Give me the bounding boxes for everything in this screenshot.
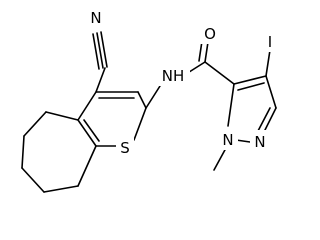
pyrazole-ring — [227, 75, 277, 143]
carbonyl-double-bond-b — [198, 40, 203, 62]
iodine-label: I — [268, 33, 272, 51]
amide-group — [145, 40, 235, 109]
n2-n1-bond — [235, 139, 251, 143]
nitrile-to-ring-bond — [95, 67, 106, 93]
nitrile-triple-bond-2 — [100, 31, 108, 68]
c4-c5-bond — [23, 111, 47, 137]
c3a-c8a-double-bond-a — [77, 119, 97, 147]
pyrazole-n1-label-bg — [218, 128, 238, 150]
n1-c5-bond — [227, 83, 235, 127]
c5-c4-double-bond-a — [233, 75, 267, 85]
nitrile-n-label-bg — [86, 6, 106, 28]
c2-nh-bond — [145, 85, 161, 109]
c6-c7-bond — [21, 167, 45, 193]
pyrazole-n1-label: N — [222, 131, 233, 149]
cycloheptane-ring — [21, 111, 97, 193]
carbonyl-double-bond-a — [204, 41, 209, 63]
c5-c6-bond — [21, 135, 25, 169]
thiophene-ring — [77, 91, 147, 147]
thiophene-sulfur-label: S — [120, 139, 130, 157]
n1-methyl-bond — [213, 147, 227, 171]
thiophene-s-label-bg — [116, 136, 134, 158]
c2-ring-bond — [137, 91, 147, 109]
c4-c3-bond — [265, 75, 277, 109]
c4-iodine-bond — [265, 49, 271, 77]
amide-nh-label-bg — [156, 64, 190, 86]
carbonyl-o-label-bg — [200, 22, 220, 44]
carbonyl-to-pyrazole-bond — [204, 61, 235, 85]
c3-n2-double-bond-b — [257, 107, 271, 132]
pyrazole-n2-label: N — [254, 133, 265, 151]
pyrazole-n2-label-bg — [250, 130, 270, 152]
c8-c8a-bond — [77, 145, 97, 187]
nitrile-triple-bond-3 — [92, 33, 100, 70]
amide-nh-label: NH — [162, 67, 185, 85]
nitrile-triple-bond-1 — [96, 32, 104, 69]
carbonyl-oxygen-label: O — [204, 25, 216, 43]
c7-c8-bond — [43, 185, 79, 193]
nitrile-group — [92, 31, 108, 93]
nitrile-nitrogen-label: N — [90, 9, 101, 27]
c3a-c4-bond — [45, 111, 79, 121]
c5-c4-double-bond-b — [237, 82, 265, 91]
c3-c3a-bond — [77, 91, 97, 121]
c3a-c8a-double-bond-b — [83, 119, 100, 142]
iodine-label-bg — [262, 30, 278, 52]
s-c2-bond — [133, 107, 147, 141]
molecule-structure: N NH O I S N N — [21, 6, 278, 193]
